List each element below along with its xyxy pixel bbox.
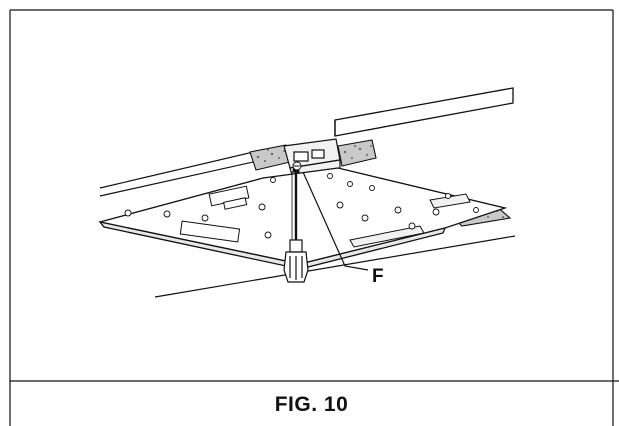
plate-holes bbox=[124, 173, 479, 239]
ceiling-edge-lines bbox=[99, 149, 516, 298]
ceiling-joist bbox=[334, 87, 514, 137]
plate-features bbox=[179, 185, 471, 248]
ground-screw bbox=[292, 161, 302, 171]
figure-caption: FIG. 10 bbox=[274, 393, 349, 416]
callout-leader-line bbox=[302, 171, 369, 271]
figure-frame bbox=[9, 9, 619, 426]
mounting-plate bbox=[98, 167, 508, 270]
callout-label-f: F bbox=[372, 266, 384, 287]
screwdriver bbox=[283, 165, 309, 283]
